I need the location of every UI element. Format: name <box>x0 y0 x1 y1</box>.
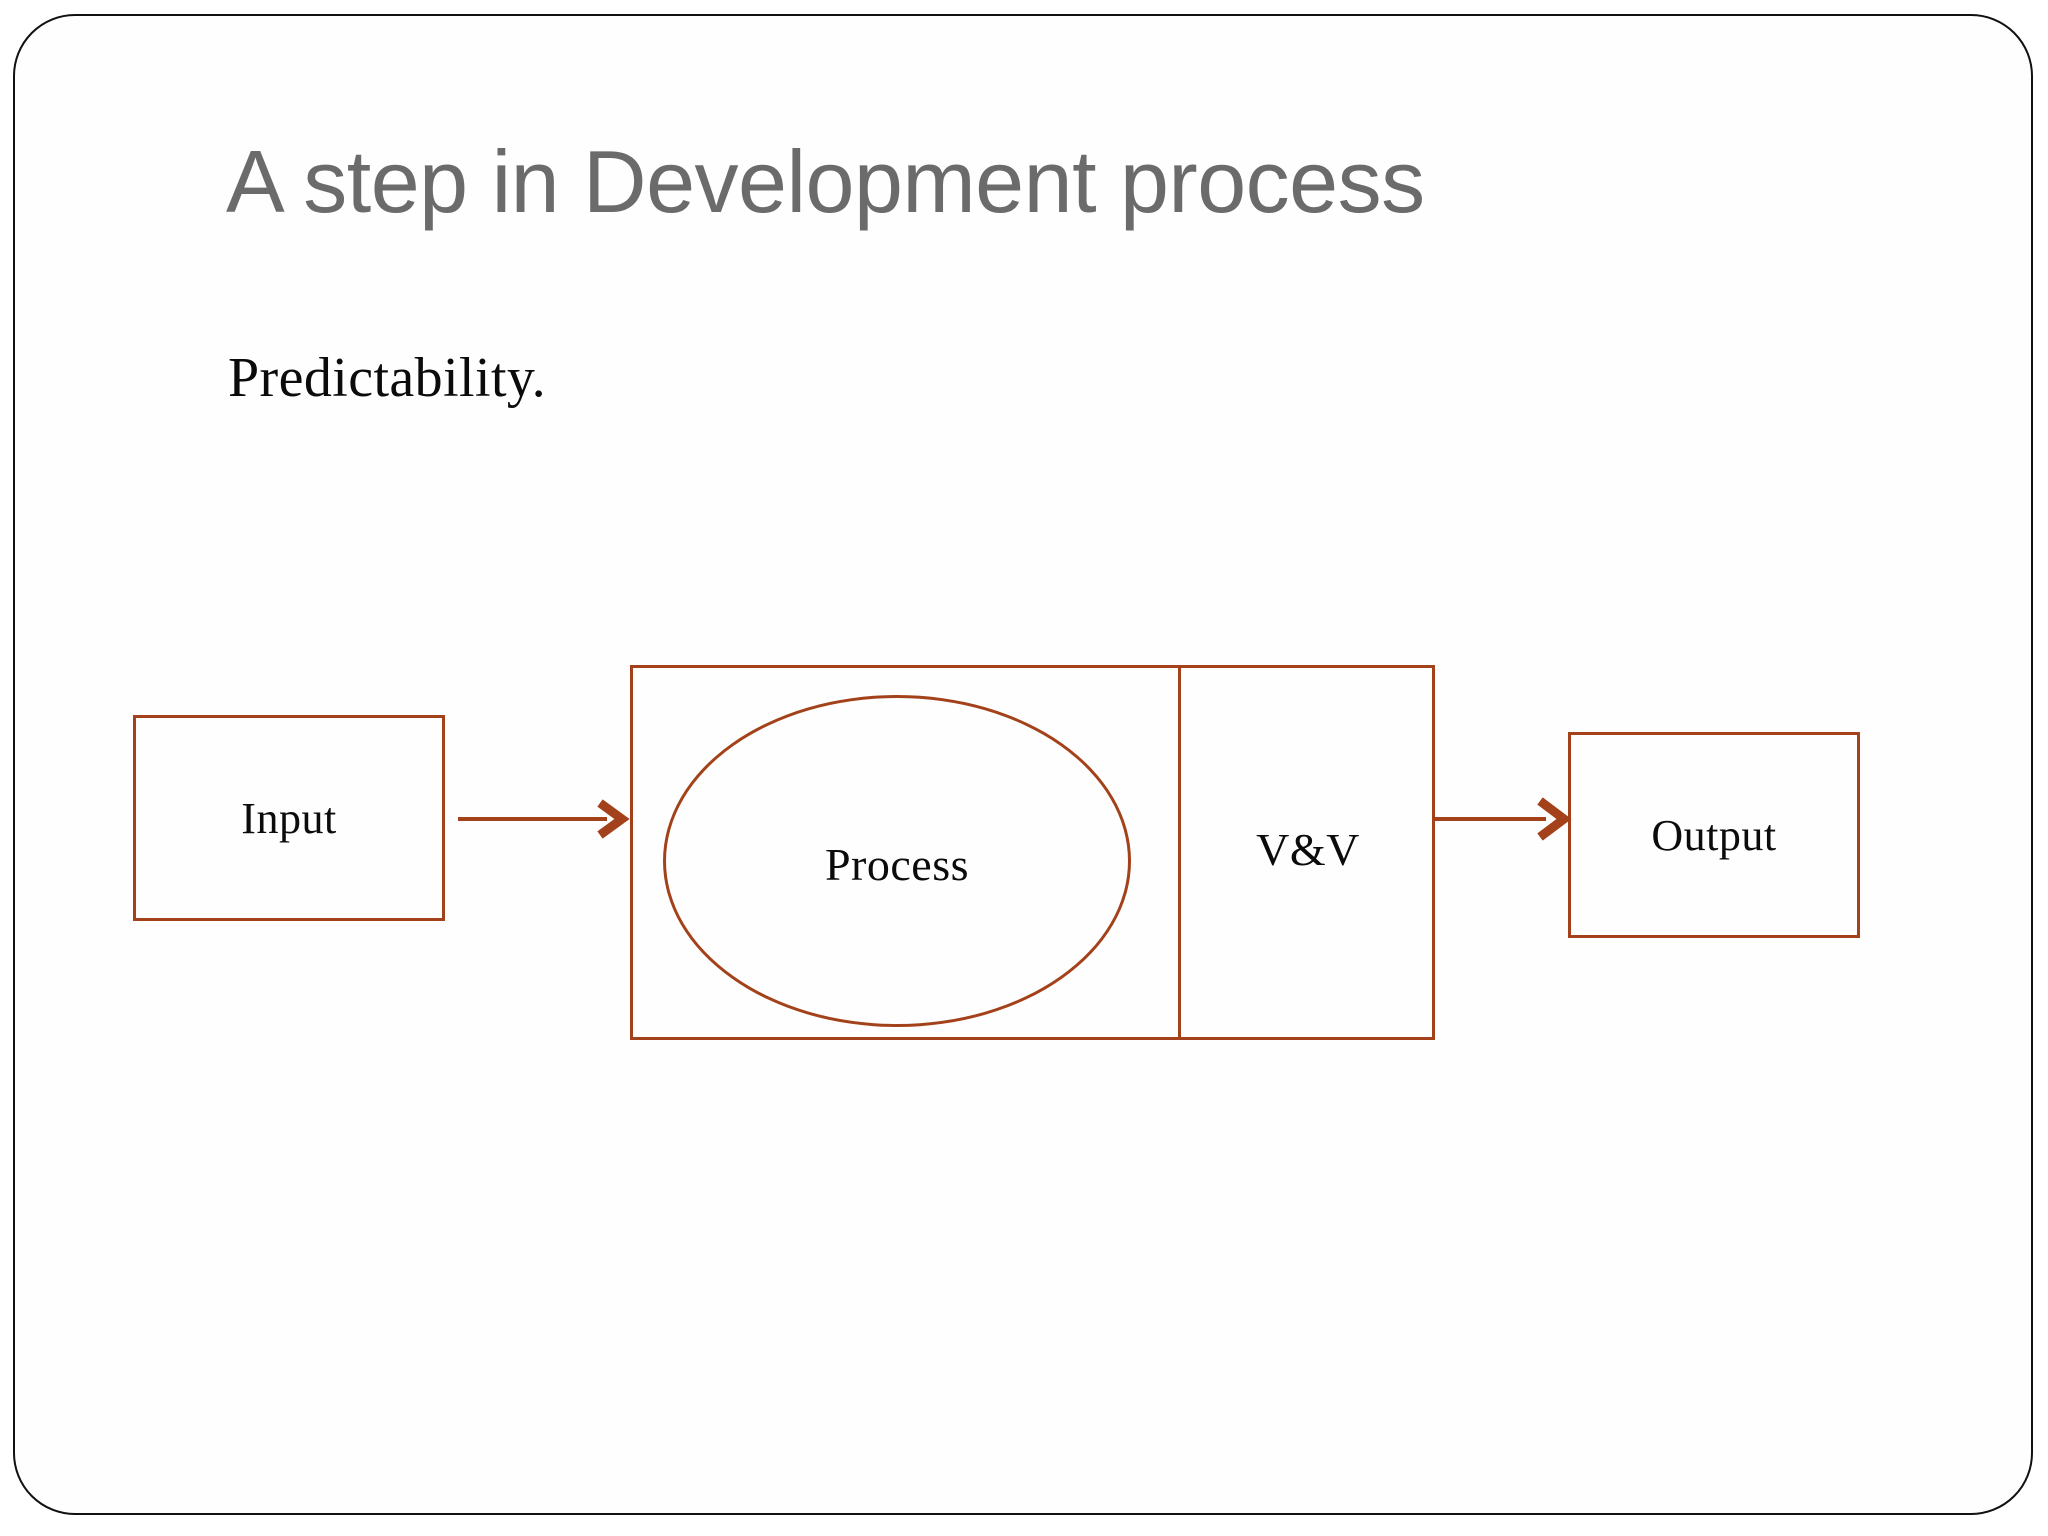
diagram-node-process-label: Process <box>824 839 970 890</box>
diagram-node-output: Output <box>1568 732 1860 938</box>
arrow-right-icon <box>458 799 630 839</box>
subtitle-text: Predictability. <box>228 347 547 409</box>
diagram-process-vv-divider <box>1178 668 1181 1037</box>
arrow-vv-to-output <box>1428 790 1588 850</box>
diagram-node-output-label: Output <box>1651 810 1777 860</box>
diagram-node-process-ellipse <box>663 695 1131 1027</box>
diagram-process-vv-container: Process V&V <box>630 665 1435 1040</box>
arrow-input-to-process <box>452 790 632 850</box>
arrow-right-icon <box>1432 797 1572 841</box>
diagram-node-vv-label: V&V <box>1256 824 1360 875</box>
diagram-node-input-label: Input <box>241 793 337 843</box>
page-title: A step in Development process <box>226 132 1425 231</box>
diagram-node-input: Input <box>133 715 445 921</box>
